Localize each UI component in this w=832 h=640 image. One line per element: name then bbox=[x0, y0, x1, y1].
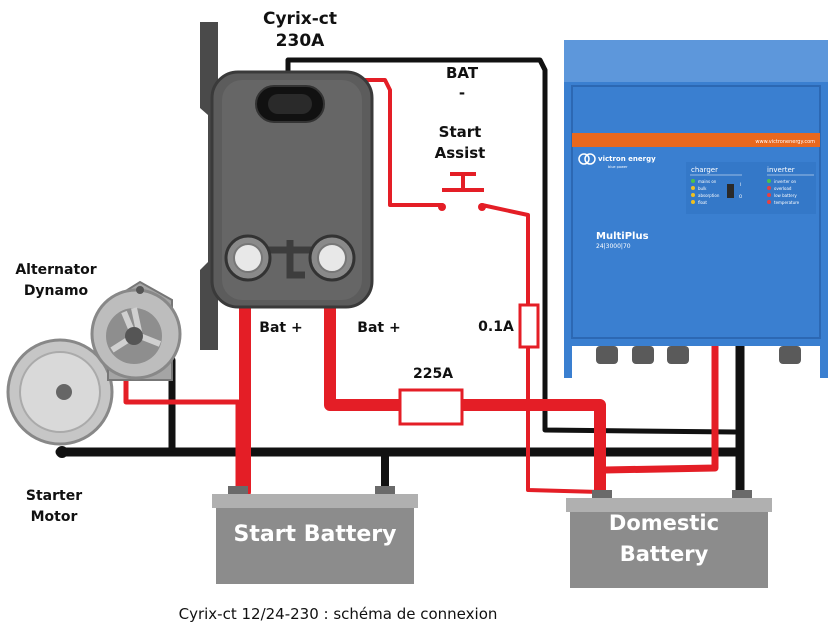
cyrix-rating-label: 230A bbox=[276, 31, 325, 51]
inverter-model: MultiPlus bbox=[596, 231, 649, 242]
inverter-title: inverter bbox=[767, 166, 795, 174]
svg-text:bulk: bulk bbox=[698, 186, 707, 191]
inverter-leds: inverter on overload low battery tempera… bbox=[767, 179, 800, 205]
svg-text:float: float bbox=[698, 200, 707, 205]
relay-cable-slot-inner bbox=[268, 94, 312, 114]
start-assist-label-1: Start bbox=[439, 123, 482, 141]
multiplus-inverter: www.victronenergy.com victron energy blu… bbox=[564, 40, 828, 378]
svg-text:temperature: temperature bbox=[774, 200, 800, 205]
status-panel bbox=[686, 162, 816, 214]
start-battery-label: Start Battery bbox=[234, 522, 397, 547]
inverter-positive-wire bbox=[601, 341, 719, 474]
fuse-main-label: 225A bbox=[413, 366, 453, 382]
charger-title: charger bbox=[691, 166, 718, 174]
alternator-label-2: Dynamo bbox=[24, 283, 89, 299]
fuse-main bbox=[398, 388, 464, 426]
domestic-battery-lid bbox=[566, 498, 772, 512]
charger-leds: mains on bulk absorption float bbox=[691, 179, 720, 205]
switch-contact-left bbox=[438, 203, 446, 211]
starter-label-2: Motor bbox=[31, 509, 78, 525]
svg-text:victron energy: victron energy bbox=[598, 155, 656, 163]
bat-negative-label-2: - bbox=[459, 84, 465, 102]
svg-text:absorption: absorption bbox=[698, 193, 720, 198]
bat-plus-left-label: Bat + bbox=[259, 320, 302, 336]
bat-negative-label-1: BAT bbox=[446, 64, 479, 82]
cyrix-name-label: Cyrix-ct bbox=[263, 9, 337, 29]
svg-text:O: O bbox=[739, 194, 742, 199]
inverter-top bbox=[564, 40, 828, 82]
alternator bbox=[90, 280, 182, 381]
victron-logo: victron energy blue power bbox=[578, 153, 656, 169]
relay-terminal-left bbox=[224, 234, 272, 282]
start-assist-label-2: Assist bbox=[435, 144, 486, 162]
switch-contact-right bbox=[478, 203, 486, 211]
domestic-battery-body bbox=[570, 512, 768, 588]
inverter-frame bbox=[571, 85, 821, 339]
relay-terminal-right bbox=[308, 234, 356, 282]
domestic-battery: Domestic Battery bbox=[566, 490, 772, 588]
cyrix-relay bbox=[200, 22, 374, 350]
svg-text:I: I bbox=[740, 182, 741, 187]
inverter-url: www.victronenergy.com bbox=[755, 139, 815, 145]
diagram-caption: Cyrix-ct 12/24-230 : schéma de connexion bbox=[179, 605, 498, 623]
starter-label-1: Starter bbox=[26, 488, 82, 504]
alternator-positive-wire bbox=[123, 377, 241, 495]
domestic-battery-label-2: Battery bbox=[620, 542, 709, 566]
bat-plus-right-label: Bat + bbox=[357, 320, 400, 336]
svg-text:low battery: low battery bbox=[774, 193, 797, 198]
assist-wire bbox=[480, 203, 602, 494]
svg-text:overload: overload bbox=[774, 186, 792, 191]
svg-text:blue power: blue power bbox=[608, 165, 628, 169]
start-battery-body bbox=[216, 508, 414, 584]
start-battery-lid bbox=[212, 494, 418, 508]
start-assist-switch bbox=[438, 172, 486, 211]
fuse-small-label: 0.1A bbox=[478, 319, 514, 335]
cable-glands bbox=[596, 346, 801, 364]
starter-motor bbox=[6, 338, 114, 458]
main-positive-wire bbox=[324, 256, 606, 498]
victron-logo-icon bbox=[578, 153, 590, 165]
alternator-label-1: Alternator bbox=[15, 262, 96, 278]
inverter-spec: 24|3000|70 bbox=[596, 243, 631, 250]
svg-text:mains on: mains on bbox=[698, 179, 717, 184]
svg-text:inverter on: inverter on bbox=[774, 179, 797, 184]
power-switch: I O bbox=[727, 182, 742, 199]
domestic-battery-label-1: Domestic bbox=[609, 511, 719, 535]
start-battery: Start Battery bbox=[212, 486, 418, 584]
fuse-small bbox=[518, 303, 540, 349]
inverter-orange-stripe bbox=[572, 133, 820, 147]
bat-negative-wire bbox=[285, 57, 738, 435]
